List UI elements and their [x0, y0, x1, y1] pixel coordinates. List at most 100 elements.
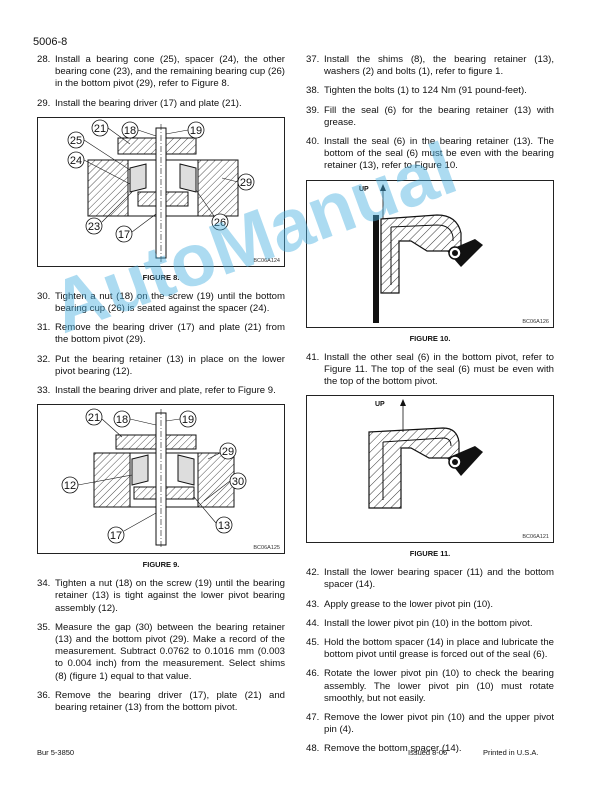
figure-11-illustration: UP BC06A121: [306, 395, 554, 544]
step-text: Install the seal (6) in the bearing reta…: [324, 136, 554, 172]
callout-label: 21: [94, 123, 106, 135]
footer-issued: Issued 8-06: [408, 748, 448, 757]
step-number: 29.: [37, 97, 51, 109]
step-number: 41.: [306, 351, 320, 363]
step-text: Remove the bottom spacer (14).: [324, 743, 462, 755]
step-text: Hold the bottom spacer (14) in place and…: [324, 637, 554, 661]
callout-label: 19: [182, 414, 194, 426]
step-item: 30. Tighten a nut (18) on the screw (19) …: [37, 291, 285, 315]
callout-label: 12: [64, 480, 76, 492]
step-number: 39.: [306, 104, 320, 116]
callout-label: 17: [118, 229, 130, 241]
up-label: UP: [375, 401, 385, 408]
callout-label: 13: [218, 520, 230, 532]
step-item: 37. Install the shims (8), the bearing re…: [306, 54, 554, 78]
step-item: 45.Hold the bottom spacer (14) in place …: [306, 637, 554, 661]
left-column: 28. Install a bearing cone (25), spacer (…: [37, 54, 285, 721]
callout-label: 18: [116, 414, 128, 426]
figure-code: BC06A124: [253, 257, 280, 264]
figure-8-drawing: 21 18 19 25 24 29 26 23 17: [67, 119, 255, 262]
step-item: 38. Tighten the bolts (1) to 124 Nm (91 p…: [306, 85, 554, 97]
step-item: 31. Remove the bearing driver (17) and pl…: [37, 322, 285, 346]
steps-42-48: 42. Install the lower bearing spacer (11)…: [306, 567, 554, 755]
step-text: Install the lower bearing spacer (11) an…: [324, 567, 554, 591]
figure-11-drawing: UP: [368, 399, 483, 509]
step-text: Remove the lower pivot pin (10) and the …: [324, 712, 554, 736]
step-number: 30.: [37, 290, 51, 302]
steps-37-40: 37. Install the shims (8), the bearing re…: [306, 54, 554, 173]
step-text: Tighten a nut (18) on the screw (19) unt…: [55, 578, 285, 614]
figure-9-illustration: 21 18 19 29 12 30 13 17 BC06A125: [37, 404, 285, 555]
step-item: 39. Fill the seal (6) for the bearing ret…: [306, 105, 554, 129]
step-number: 48.: [306, 743, 320, 755]
step-item: 29. Install the bearing driver (17) and p…: [37, 98, 285, 110]
step-text: Tighten a nut (18) on the screw (19) unt…: [55, 290, 285, 315]
step-text: Tighten the bolts (1) to 124 Nm (91 poun…: [324, 85, 527, 97]
step-text: Rotate the lower pivot pin (10) to check…: [324, 668, 554, 704]
step-text: Apply grease to the lower pivot pin (10)…: [324, 598, 494, 610]
step-number: 44.: [306, 617, 320, 629]
callout-label: 19: [190, 125, 202, 137]
figure-code: BC06A126: [522, 318, 549, 325]
step-item: 44. Install the lower pivot pin (10) in t…: [306, 618, 554, 630]
step-item: 46. Rotate the lower pivot pin (10) to ch…: [306, 668, 554, 705]
step-number: 28.: [37, 54, 51, 65]
callout-label: 30: [232, 476, 244, 488]
figure-caption: FIGURE 9.: [142, 560, 180, 570]
step-number: 36.: [37, 689, 51, 701]
figure-10-illustration: UP BC06A126: [306, 179, 554, 328]
steps-28-29: 28. Install a bearing cone (25), spacer (…: [37, 54, 285, 110]
step-number: 42.: [306, 567, 320, 579]
step-text: Install the bearing driver and plate, re…: [55, 385, 276, 397]
step-number: 47.: [306, 712, 320, 724]
figure-caption: FIGURE 10.: [409, 333, 451, 343]
step-number: 35.: [37, 621, 51, 633]
step-item: 28. Install a bearing cone (25), spacer (…: [37, 54, 285, 91]
step-text: Install the other seal (6) in the bottom…: [324, 351, 554, 388]
step-text: Install the bearing driver (17) and plat…: [55, 97, 242, 109]
figure-9-drawing: 21 18 19 29 12 30 13 17: [61, 408, 247, 550]
figure-code: BC06A121: [522, 534, 549, 541]
up-label: UP: [359, 186, 369, 193]
steps-30-33: 30. Tighten a nut (18) on the screw (19) …: [37, 291, 285, 397]
right-column: 37. Install the shims (8), the bearing re…: [306, 54, 554, 763]
steps-41: 41. Install the other seal (6) in the bot…: [306, 352, 554, 389]
step-text: Remove the bearing driver (17), plate (2…: [55, 689, 285, 714]
step-item: 36. Remove the bearing driver (17), plate…: [37, 690, 285, 714]
step-item: 32.Put the bearing retainer (13) in plac…: [37, 354, 285, 378]
step-item: 48. Remove the bottom spacer (14).: [306, 743, 554, 755]
step-item: 34. Tighten a nut (18) on the screw (19) …: [37, 578, 285, 615]
callout-label: 18: [124, 125, 136, 137]
step-item: 33. Install the bearing driver and plate,…: [37, 385, 285, 397]
callout-label: 26: [214, 217, 226, 229]
page-number: 5006-8: [33, 36, 68, 48]
figure-8-illustration: 21 18 19 25 24 29 26 23 17 BC06A124: [37, 116, 285, 267]
step-item: 42. Install the lower bearing spacer (11)…: [306, 567, 554, 591]
figure-code: BC06A125: [253, 545, 280, 552]
step-item: 43. Apply grease to the lower pivot pin (…: [306, 599, 554, 611]
step-text: Remove the bearing driver (17) and plate…: [55, 322, 285, 346]
step-number: 38.: [306, 85, 320, 97]
step-item: 47. Remove the lower pivot pin (10) and t…: [306, 712, 554, 736]
step-number: 43.: [306, 598, 320, 610]
footer-doc-id: Bur 5-3850: [37, 748, 75, 757]
step-text: Install the shims (8), the bearing retai…: [324, 54, 554, 78]
step-text: Fill the seal (6) for the bearing retain…: [324, 104, 554, 128]
step-number: 46.: [306, 668, 320, 680]
step-text: Install the lower pivot pin (10) in the …: [324, 617, 533, 629]
step-number: 33.: [37, 385, 51, 397]
step-number: 31.: [37, 322, 51, 334]
figure-caption: FIGURE 11.: [409, 549, 451, 559]
step-number: 34.: [37, 578, 51, 590]
footer-printed: Printed in U.S.A.: [483, 748, 539, 757]
callout-label: 21: [88, 412, 100, 424]
callout-label: 29: [222, 446, 234, 458]
callout-label: 25: [70, 135, 82, 147]
step-item: 40. Install the seal (6) in the bearing r…: [306, 136, 554, 173]
step-number: 32.: [37, 353, 51, 365]
step-number: 37.: [306, 54, 320, 65]
callout-label: 29: [240, 177, 252, 189]
step-number: 40.: [306, 136, 320, 148]
callout-label: 23: [88, 221, 100, 233]
step-text: Install a bearing cone (25), spacer (24)…: [55, 54, 285, 90]
